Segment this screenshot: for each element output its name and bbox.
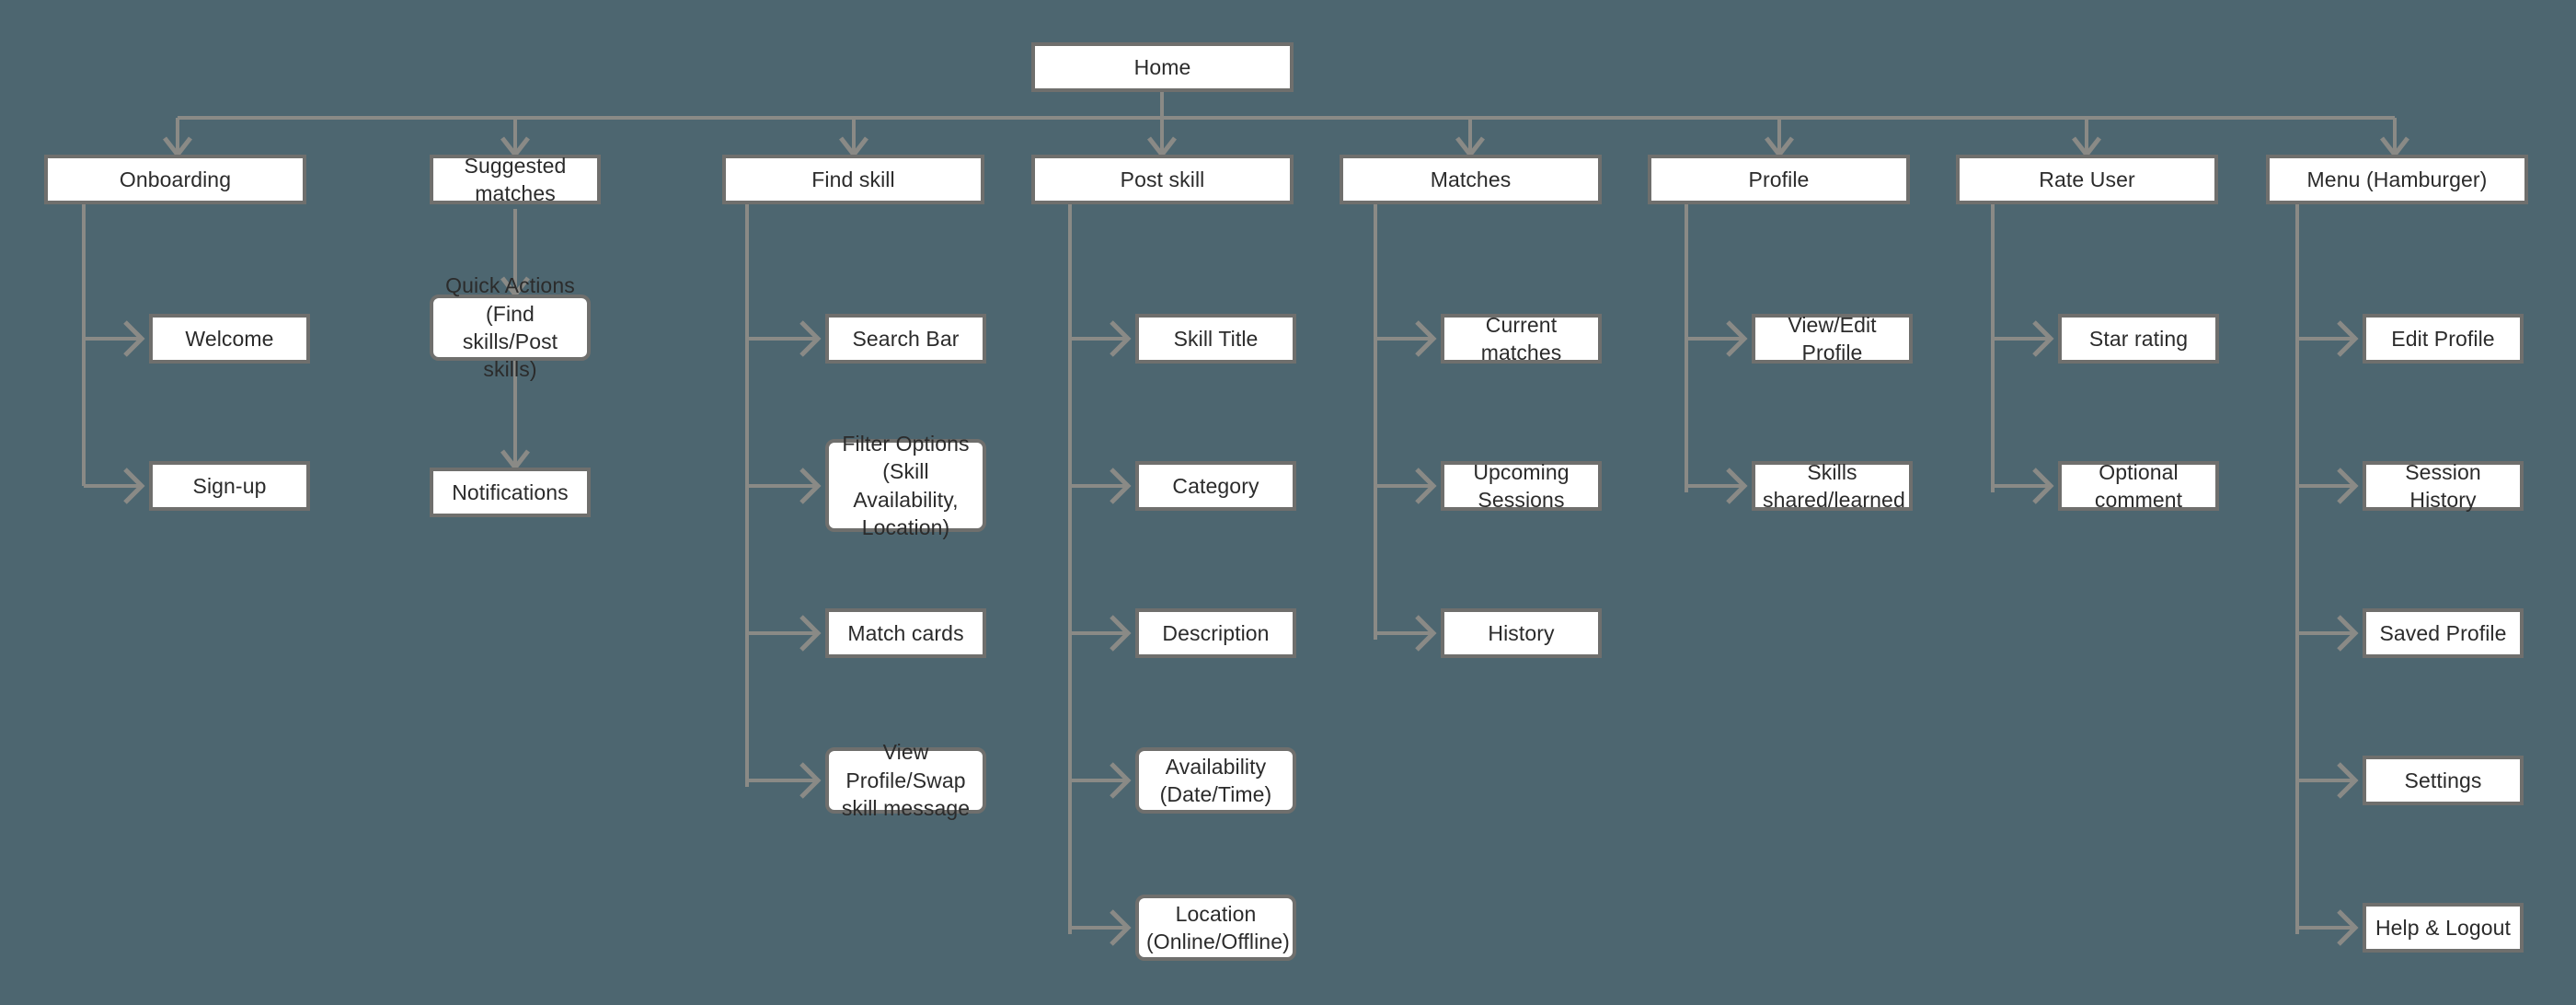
node-menu-hamburger[interactable]: Menu (Hamburger)	[2266, 155, 2528, 204]
node-quick-actions-label: Quick Actions (Find skills/Post skills)	[445, 273, 575, 382]
node-match-cards[interactable]: Match cards	[825, 608, 986, 658]
arrowhead-matches	[1455, 136, 1485, 159]
node-sign-up-label: Sign-up	[192, 473, 267, 498]
arrowhead-description	[1110, 615, 1132, 652]
arrowhead-matchcards	[799, 615, 822, 652]
node-saved-profile[interactable]: Saved Profile	[2363, 608, 2524, 658]
node-settings-label: Settings	[2404, 768, 2482, 792]
node-find-skill-label: Find skill	[811, 167, 895, 191]
node-availability[interactable]: Availability (Date/Time)	[1135, 747, 1296, 814]
node-location-label: Location (Online/Offline)	[1146, 901, 1290, 953]
node-help-logout[interactable]: Help & Logout	[2363, 903, 2524, 953]
node-saved-profile-label: Saved Profile	[2379, 620, 2507, 645]
node-category-label: Category	[1172, 473, 1259, 498]
arrowhead-savedprofile	[2337, 615, 2359, 652]
arrowhead-availability	[1110, 762, 1132, 799]
node-profile-label: Profile	[1748, 167, 1810, 191]
arrowhead-profile	[1765, 136, 1794, 159]
node-search-bar-label: Search Bar	[852, 326, 960, 351]
arrowhead-sessionhistory	[2337, 468, 2359, 504]
node-session-history-label: Session History	[2405, 459, 2481, 512]
node-skills-shared-learned-label: Skills shared/learned	[1763, 459, 1905, 512]
node-location[interactable]: Location (Online/Offline)	[1135, 895, 1296, 961]
arrowhead-viewprofile	[799, 762, 822, 799]
node-description-label: Description	[1162, 620, 1270, 645]
node-sign-up[interactable]: Sign-up	[149, 461, 310, 511]
node-quick-actions[interactable]: Quick Actions (Find skills/Post skills)	[430, 273, 591, 381]
arrowhead-location	[1110, 909, 1132, 946]
arrowhead-history	[1415, 615, 1437, 652]
arrowhead-postskill	[1147, 136, 1177, 159]
node-onboarding-label: Onboarding	[119, 167, 232, 191]
node-profile[interactable]: Profile	[1648, 155, 1910, 204]
arrowhead-filter	[799, 468, 822, 504]
node-availability-label: Availability (Date/Time)	[1159, 754, 1272, 806]
node-view-profile-swap-label: View Profile/Swap skill message	[841, 740, 971, 821]
node-notifications[interactable]: Notifications	[430, 468, 591, 517]
node-current-matches-label: Current matches	[1480, 312, 1562, 364]
node-star-rating-label: Star rating	[2088, 326, 2189, 351]
node-filter-options[interactable]: Filter Options (Skill Availability, Loca…	[825, 432, 986, 539]
node-view-edit-profile[interactable]: View/Edit Profile	[1752, 312, 1913, 364]
arrowhead-starrating	[2032, 320, 2054, 357]
node-upcoming-sessions[interactable]: Upcoming Sessions	[1441, 459, 1602, 512]
arrowhead-category	[1110, 468, 1132, 504]
node-skill-title[interactable]: Skill Title	[1135, 314, 1296, 364]
node-skills-shared-learned[interactable]: Skills shared/learned	[1752, 459, 1913, 512]
node-notifications-label: Notifications	[452, 479, 569, 504]
node-help-logout-label: Help & Logout	[2375, 915, 2512, 940]
node-star-rating[interactable]: Star rating	[2058, 314, 2219, 364]
node-search-bar[interactable]: Search Bar	[825, 314, 986, 364]
node-edit-profile-label: Edit Profile	[2391, 326, 2495, 351]
node-filter-options-label: Filter Options (Skill Availability, Loca…	[842, 431, 970, 539]
node-post-skill[interactable]: Post skill	[1031, 155, 1294, 204]
node-session-history[interactable]: Session History	[2363, 459, 2524, 512]
node-rate-user-label: Rate User	[2039, 167, 2135, 191]
arrowhead-findskill	[839, 136, 868, 159]
node-matches-label: Matches	[1430, 167, 1512, 191]
node-rate-user[interactable]: Rate User	[1956, 155, 2218, 204]
arrowhead-signup	[123, 468, 145, 504]
node-current-matches[interactable]: Current matches	[1441, 312, 1602, 364]
node-menu-hamburger-label: Menu (Hamburger)	[2306, 167, 2488, 191]
node-find-skill[interactable]: Find skill	[722, 155, 984, 204]
node-description[interactable]: Description	[1135, 608, 1296, 658]
arrowhead-skilltitle	[1110, 320, 1132, 357]
node-suggested-matches-label: Suggested matches	[464, 153, 567, 205]
arrowhead-upcoming	[1415, 468, 1437, 504]
node-view-profile-swap[interactable]: View Profile/Swap skill message	[825, 740, 986, 820]
arrowhead-onboarding	[163, 136, 192, 159]
node-history[interactable]: History	[1441, 608, 1602, 658]
node-optional-comment-label: Optional comment	[2094, 459, 2183, 512]
node-view-edit-profile-label: View/Edit Profile	[1788, 312, 1877, 364]
node-welcome-label: Welcome	[185, 326, 274, 351]
node-history-label: History	[1488, 620, 1555, 645]
arrowhead-searchbar	[799, 320, 822, 357]
node-onboarding[interactable]: Onboarding	[44, 155, 306, 204]
node-skill-title-label: Skill Title	[1173, 326, 1259, 351]
node-welcome[interactable]: Welcome	[149, 314, 310, 364]
node-suggested-matches[interactable]: Suggested matches	[430, 154, 601, 205]
arrowhead-settings	[2337, 762, 2359, 799]
node-home-label: Home	[1133, 54, 1191, 79]
node-category[interactable]: Category	[1135, 461, 1296, 511]
arrowhead-notifications	[500, 449, 530, 472]
node-optional-comment[interactable]: Optional comment	[2058, 459, 2219, 512]
arrowhead-menu	[2380, 136, 2409, 159]
arrowhead-welcome	[123, 320, 145, 357]
arrowhead-helplogout	[2337, 909, 2359, 946]
arrowhead-rateuser	[2072, 136, 2101, 159]
arrowhead-currentmatches	[1415, 320, 1437, 357]
node-match-cards-label: Match cards	[847, 620, 964, 645]
node-upcoming-sessions-label: Upcoming Sessions	[1473, 459, 1570, 512]
node-settings[interactable]: Settings	[2363, 756, 2524, 805]
arrowhead-editprofile	[2337, 320, 2359, 357]
node-home[interactable]: Home	[1031, 42, 1294, 92]
arrowhead-vieweditprofile	[1726, 320, 1748, 357]
node-post-skill-label: Post skill	[1120, 167, 1205, 191]
node-matches[interactable]: Matches	[1340, 155, 1602, 204]
arrowhead-optionalcomment	[2032, 468, 2054, 504]
arrowhead-skillsshared	[1726, 468, 1748, 504]
node-edit-profile[interactable]: Edit Profile	[2363, 314, 2524, 364]
